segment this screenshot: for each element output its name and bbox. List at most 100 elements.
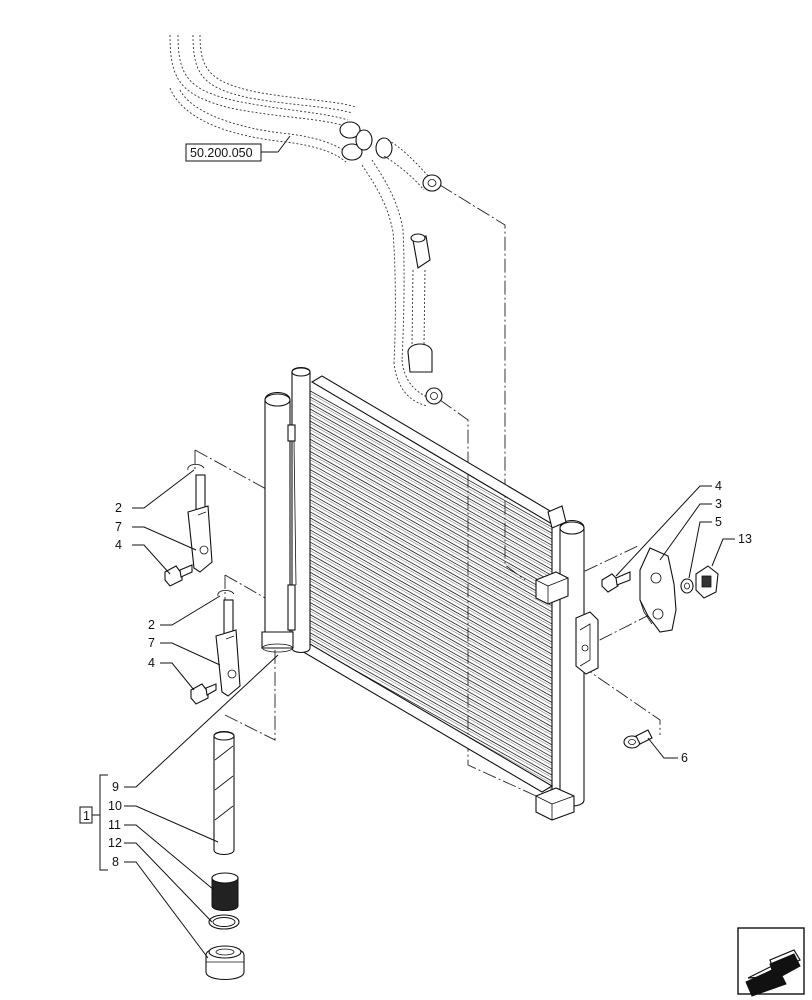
- hose-end-fitting: [422, 174, 442, 192]
- filter-cartridge: [213, 730, 235, 856]
- drain-plug: [205, 945, 245, 981]
- condenser-fin: [304, 538, 553, 679]
- condenser-fins: [304, 387, 553, 790]
- condenser-fin: [304, 496, 553, 637]
- condenser: [261, 366, 599, 821]
- kit-box-number: 1: [83, 809, 90, 823]
- washer: [680, 578, 694, 594]
- mount-pad-upper: [535, 571, 569, 605]
- callout-2-lower: 2: [148, 618, 155, 632]
- condenser-fin-shadow: [304, 462, 553, 603]
- callout-numbers: 2 7 4 2 7 4 9 10 11 12 8 4 3 5 13 6: [108, 479, 752, 869]
- condenser-fin: [304, 520, 553, 661]
- hose-coupling: [339, 121, 393, 161]
- reference-text: 50.200.050: [190, 146, 253, 160]
- condenser-fin-shadow: [304, 620, 553, 760]
- condenser-fin: [304, 454, 553, 595]
- condenser-fin: [304, 429, 553, 570]
- condenser-fin: [304, 526, 553, 667]
- callout-11: 11: [108, 818, 121, 832]
- bolt-right: [601, 571, 631, 593]
- charge-valve: [410, 233, 431, 269]
- filter-screen: [211, 872, 239, 911]
- hose-assembly: [169, 34, 443, 407]
- bolt-upper: [164, 564, 193, 587]
- mount-pad-lower: [535, 787, 575, 821]
- condenser-fin: [304, 387, 553, 528]
- condenser-fin: [304, 611, 553, 752]
- condenser-fin-shadow: [304, 541, 553, 682]
- left-bracket-lower: [215, 590, 241, 697]
- callout-8: 8: [112, 855, 119, 869]
- condenser-fin-shadow: [304, 414, 553, 555]
- callout-9: 9: [112, 780, 119, 794]
- condenser-fin-shadow: [304, 589, 553, 730]
- left-bracket-upper: [187, 464, 213, 573]
- condenser-fin-shadow: [304, 559, 553, 700]
- condenser-fin-shadow: [304, 444, 553, 585]
- callout-5: 5: [715, 515, 722, 529]
- condenser-fin-shadow: [304, 396, 553, 536]
- condenser-fin-shadow: [304, 511, 553, 651]
- condenser-fin: [304, 411, 553, 552]
- callout-4-upper: 4: [115, 538, 122, 552]
- condenser-fin-shadow: [304, 432, 553, 573]
- callout-4-lower: 4: [148, 656, 155, 670]
- o-ring: [208, 914, 240, 930]
- condenser-fin-shadow: [304, 493, 553, 633]
- push-clip: [623, 729, 653, 749]
- condenser-fin-shadow: [304, 499, 553, 639]
- condenser-fin-shadow: [304, 517, 553, 657]
- condenser-fin: [304, 472, 553, 613]
- condenser-fin: [304, 635, 553, 776]
- condenser-fin: [304, 623, 553, 764]
- condenser-fin-shadow: [304, 638, 553, 778]
- condenser-fin-shadow: [304, 390, 553, 530]
- condenser-fin: [304, 448, 553, 588]
- condenser-fin: [304, 550, 553, 691]
- condenser-fin: [304, 629, 553, 770]
- callout-13: 13: [738, 532, 752, 546]
- condenser-fin: [304, 405, 553, 546]
- condenser-fin: [304, 563, 553, 703]
- condenser-fin-shadow: [304, 505, 553, 645]
- callout-12: 12: [108, 836, 122, 850]
- callout-7-upper: 7: [115, 520, 122, 534]
- condenser-fin: [304, 556, 553, 697]
- callout-7-lower: 7: [148, 636, 155, 650]
- callout-10: 10: [108, 799, 122, 813]
- condenser-fin-shadow: [304, 626, 553, 766]
- condenser-fin-shadow: [304, 402, 553, 543]
- condenser-fin-shadow: [304, 547, 553, 688]
- condenser-fin: [304, 593, 553, 734]
- callout-leaders: [92, 469, 735, 959]
- reference-label[interactable]: 50.200.050: [185, 135, 291, 162]
- condenser-fin-shadow: [304, 577, 553, 718]
- condenser-fin-shadow: [304, 632, 553, 772]
- side-bracket: [575, 611, 599, 675]
- condenser-fin-shadow: [304, 468, 553, 609]
- condenser-fin-shadow: [304, 456, 553, 597]
- condenser-fin-shadow: [304, 529, 553, 670]
- condenser-fin-shadow: [304, 607, 553, 748]
- condenser-fin: [304, 417, 553, 558]
- condenser-fin-shadow: [304, 535, 553, 676]
- callout-3: 3: [715, 497, 722, 511]
- condenser-fin: [304, 605, 553, 746]
- arrow-left-icon[interactable]: [737, 927, 805, 997]
- kit-box: 1: [79, 806, 93, 824]
- condenser-fin-shadow: [304, 553, 553, 694]
- condenser-fin-shadow: [304, 480, 553, 621]
- condenser-fin-shadow: [304, 565, 553, 706]
- condenser-fin: [304, 575, 553, 715]
- condenser-fin: [304, 532, 553, 673]
- condenser-fin: [304, 587, 553, 728]
- condenser-fin: [304, 399, 553, 540]
- condenser-fin: [304, 442, 553, 582]
- callout-6: 6: [681, 751, 688, 765]
- condenser-fin: [304, 484, 553, 625]
- callout-4-right: 4: [715, 479, 722, 493]
- condenser-fin-shadow: [304, 571, 553, 712]
- condenser-fin: [304, 423, 553, 564]
